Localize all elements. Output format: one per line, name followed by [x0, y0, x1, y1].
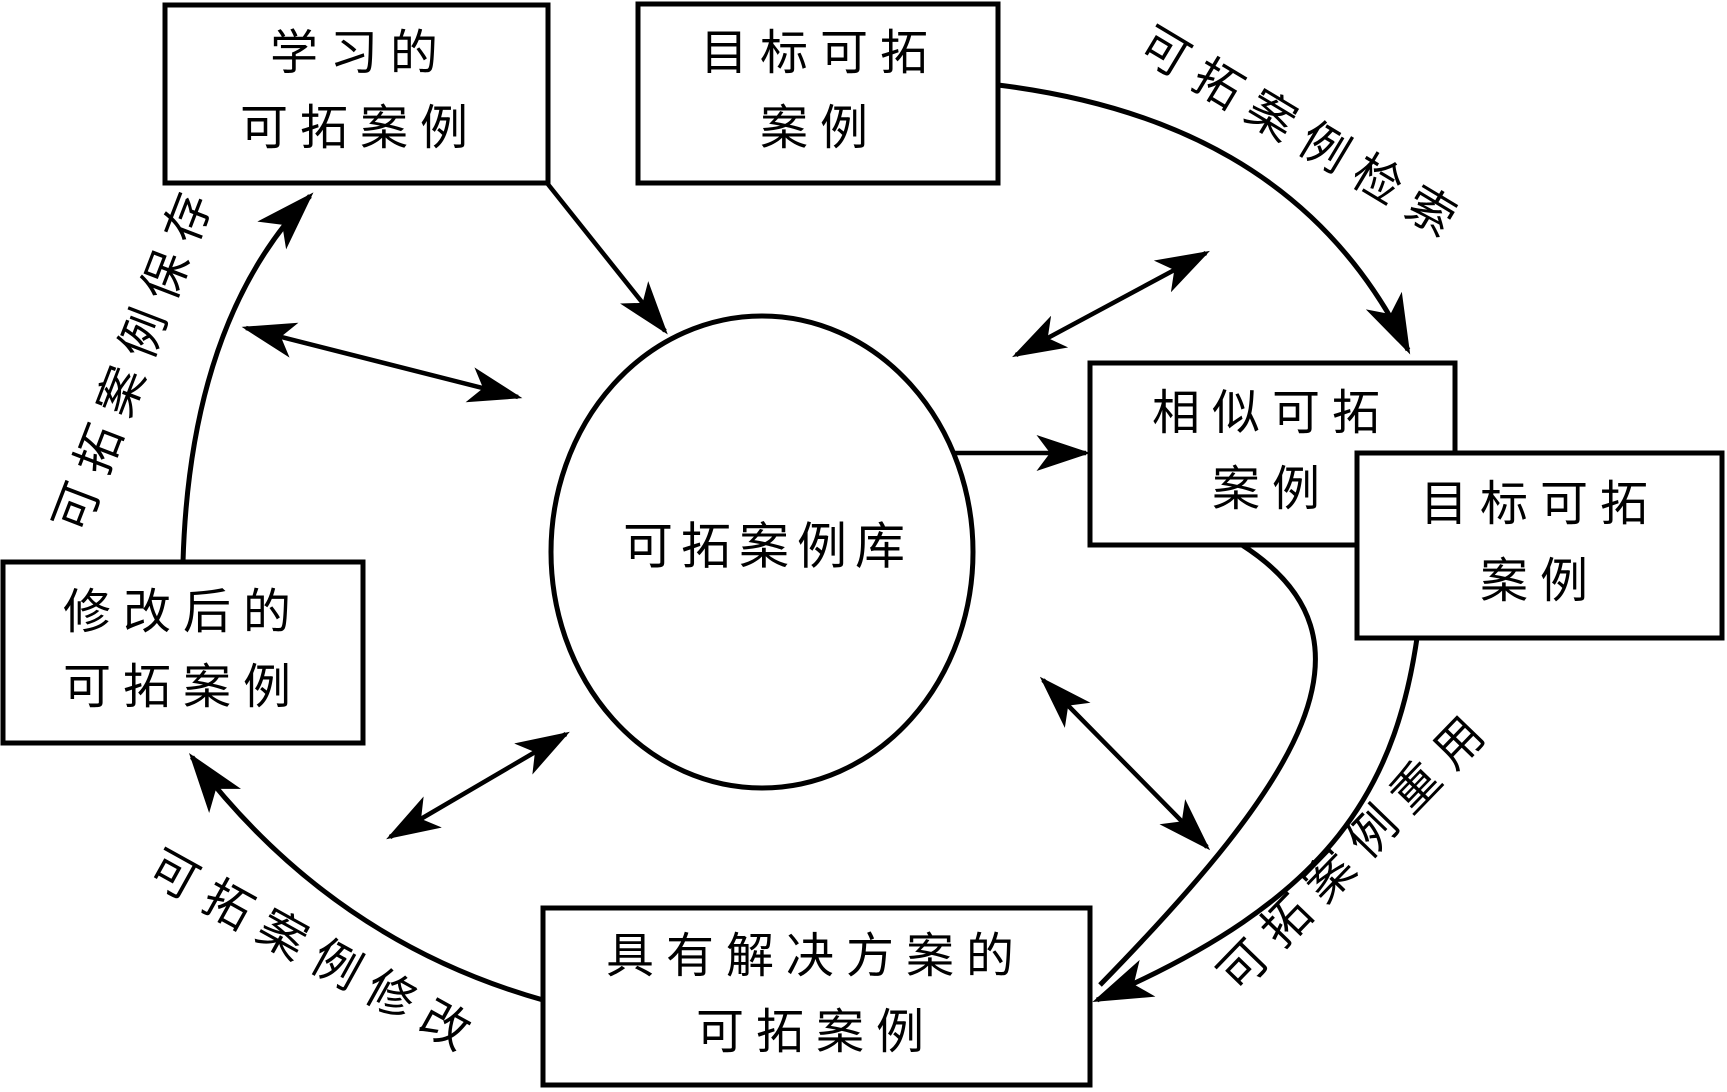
revised-case-label-line2: 可拓案例	[63, 661, 303, 714]
learned-case-label-line1: 学习的	[270, 27, 450, 80]
target-case-right-label-line2: 案例	[1480, 555, 1600, 608]
case-library-label: 可拓案例库	[623, 518, 913, 574]
learned-case-label-line2: 可拓案例	[240, 102, 480, 155]
library-retrieval-double-arrow	[1012, 250, 1210, 358]
similar-case-label-line1: 相似可拓	[1152, 387, 1392, 440]
target-case-top-label-line1: 目标可拓	[700, 27, 940, 80]
solution-case-label-line2: 可拓案例	[696, 1006, 936, 1059]
revision-arc-label: 可拓案例修改	[140, 841, 491, 1068]
reuse-inner-curve	[1098, 542, 1318, 987]
retrieval-arc	[997, 82, 1411, 355]
library-retention-double-arrow	[241, 322, 523, 403]
revised-case-label-line1: 修改后的	[63, 586, 303, 639]
reuse-arc	[1092, 614, 1423, 1003]
similar-case-label-line2: 案例	[1212, 463, 1332, 516]
target-case-right-box	[1354, 450, 1725, 641]
retention-arc	[180, 192, 314, 563]
retention-arc-label: 可拓案例保存	[44, 173, 227, 539]
reuse-arc-label: 可拓案例重用	[1208, 698, 1505, 1002]
solution-case-box	[540, 905, 1093, 1088]
learned-to-library-arrow	[545, 181, 668, 335]
revised-case-box	[0, 559, 366, 746]
target-case-right-label-line1: 目标可拓	[1420, 478, 1660, 531]
revision-arc	[188, 753, 544, 1003]
case-library-circle	[548, 313, 976, 791]
solution-case-label-line1: 具有解决方案的	[606, 930, 1026, 983]
library-revision-double-arrow	[386, 731, 570, 840]
learned-case-box	[162, 2, 551, 186]
target-case-top-box	[635, 1, 1001, 186]
retrieval-arc-label: 可拓案例检索	[1130, 18, 1476, 255]
target-case-top-label-line2: 案例	[760, 102, 880, 155]
library-reuse-double-arrow	[1039, 676, 1211, 851]
